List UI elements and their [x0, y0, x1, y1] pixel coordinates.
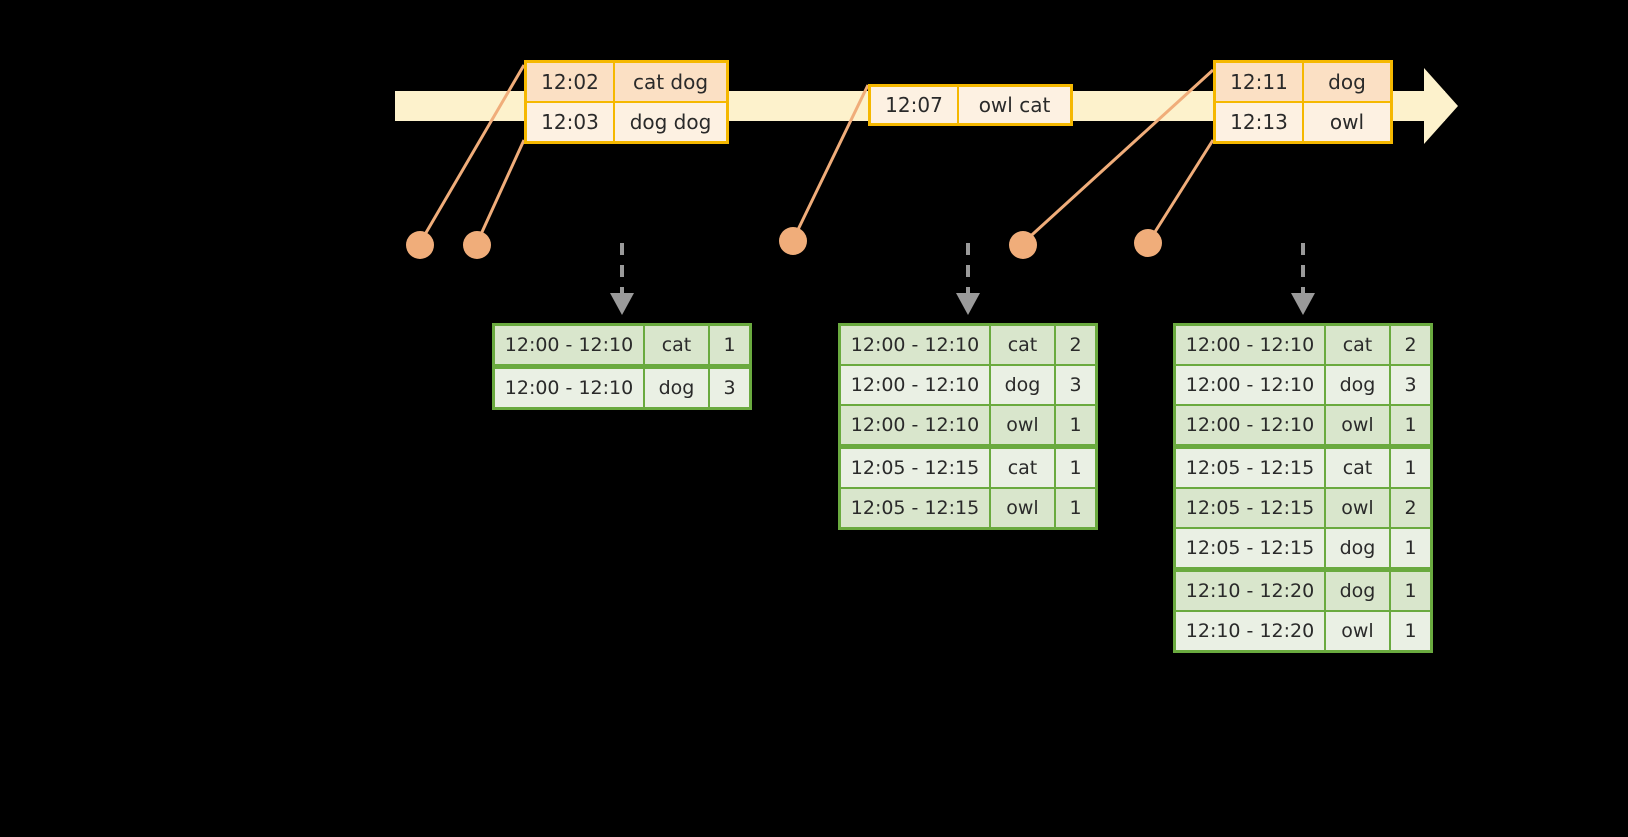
connector-line-2 — [475, 139, 526, 244]
window-cell: 12:05 - 12:15 — [841, 489, 991, 527]
count-cell: 1 — [1404, 580, 1417, 602]
event-time: 12:07 — [871, 87, 959, 123]
table-row[interactable]: 12:00 - 12:10 owl 1 — [841, 404, 1095, 447]
table-row[interactable]: 12:00 - 12:10 cat 1 — [495, 326, 749, 367]
word-cell: dog — [1326, 572, 1391, 610]
count-cell: 3 — [1069, 374, 1082, 396]
count-cell: 1 — [723, 334, 736, 356]
window-cell: 12:00 - 12:10 — [841, 366, 991, 404]
word-cell: cat — [645, 326, 710, 364]
count-cell: 1 — [1069, 497, 1082, 519]
event-words: dog — [1328, 70, 1366, 94]
result-arrow-head-1 — [610, 293, 634, 315]
word-cell: owl — [991, 489, 1056, 527]
window-cell: 12:05 - 12:15 — [1176, 449, 1326, 487]
table-row[interactable]: 12:05 - 12:15 dog 1 — [1176, 527, 1430, 570]
event-dot-1 — [406, 231, 434, 259]
window-cell: 12:00 - 12:10 — [1176, 366, 1326, 404]
table-row[interactable]: 12:00 - 12:10 dog 3 — [841, 364, 1095, 404]
word-cell: dog — [1326, 529, 1391, 567]
table-row[interactable]: 12:00 - 12:10 dog 3 — [495, 367, 749, 407]
event-row[interactable]: 12:11 dog — [1216, 63, 1390, 101]
table-row[interactable]: 12:00 - 12:10 cat 2 — [841, 326, 1095, 364]
table-row[interactable]: 12:00 - 12:10 dog 3 — [1176, 364, 1430, 404]
result-arrow-heads — [610, 293, 1315, 315]
window-cell: 12:00 - 12:10 — [841, 406, 991, 444]
result-arrows — [620, 243, 1305, 295]
connector-line-5 — [1146, 139, 1215, 244]
word-cell: cat — [1326, 449, 1391, 487]
result-table-3[interactable]: 12:00 - 12:10 cat 2 12:00 - 12:10 dog 3 … — [1173, 323, 1433, 653]
event-row[interactable]: 12:13 owl — [1216, 101, 1390, 141]
count-cell: 2 — [1404, 334, 1417, 356]
window-cell: 12:05 - 12:15 — [1176, 489, 1326, 527]
word-cell: owl — [1326, 612, 1391, 650]
word-cell: cat — [991, 449, 1056, 487]
table-row[interactable]: 12:10 - 12:20 dog 1 — [1176, 570, 1430, 610]
event-group-3[interactable]: 12:11 dog 12:13 owl — [1213, 60, 1393, 144]
event-row[interactable]: 12:02 cat dog — [527, 63, 726, 101]
table-row[interactable]: 12:05 - 12:15 cat 1 — [1176, 447, 1430, 487]
table-row[interactable]: 12:00 - 12:10 owl 1 — [1176, 404, 1430, 447]
window-cell: 12:00 - 12:10 — [1176, 326, 1326, 364]
window-cell: 12:10 - 12:20 — [1176, 572, 1326, 610]
word-cell: cat — [1326, 326, 1391, 364]
result-arrow-head-2 — [956, 293, 980, 315]
event-group-2[interactable]: 12:07 owl cat — [868, 84, 1073, 126]
count-cell: 1 — [1069, 457, 1082, 479]
window-cell: 12:05 - 12:15 — [1176, 529, 1326, 567]
word-cell: dog — [1326, 366, 1391, 404]
word-cell: owl — [991, 406, 1056, 444]
event-time: 12:11 — [1216, 63, 1304, 101]
event-words: cat dog — [632, 70, 709, 94]
window-cell: 12:05 - 12:15 — [841, 449, 991, 487]
event-words: owl cat — [978, 93, 1051, 117]
word-cell: cat — [991, 326, 1056, 364]
count-cell: 1 — [1069, 414, 1082, 436]
event-time: 12:03 — [527, 103, 615, 141]
count-cell: 1 — [1404, 537, 1417, 559]
count-cell: 1 — [1404, 414, 1417, 436]
event-dots — [406, 227, 1162, 259]
window-cell: 12:00 - 12:10 — [495, 326, 645, 364]
event-words: dog dog — [629, 110, 712, 134]
count-cell: 3 — [1404, 374, 1417, 396]
event-dot-4 — [1009, 231, 1037, 259]
result-table-1[interactable]: 12:00 - 12:10 cat 1 12:00 - 12:10 dog 3 — [492, 323, 752, 410]
table-row[interactable]: 12:05 - 12:15 cat 1 — [841, 447, 1095, 487]
count-cell: 2 — [1404, 497, 1417, 519]
event-group-1[interactable]: 12:02 cat dog 12:03 dog dog — [524, 60, 729, 144]
word-cell: owl — [1326, 489, 1391, 527]
event-time: 12:13 — [1216, 103, 1304, 141]
table-row[interactable]: 12:05 - 12:15 owl 1 — [841, 487, 1095, 527]
timeline-arrow-head — [1424, 68, 1458, 144]
table-row[interactable]: 12:00 - 12:10 cat 2 — [1176, 326, 1430, 364]
window-cell: 12:00 - 12:10 — [495, 369, 645, 407]
event-dot-2 — [463, 231, 491, 259]
event-time: 12:02 — [527, 63, 615, 101]
result-table-2[interactable]: 12:00 - 12:10 cat 2 12:00 - 12:10 dog 3 … — [838, 323, 1098, 530]
window-cell: 12:10 - 12:20 — [1176, 612, 1326, 650]
event-dot-5 — [1134, 229, 1162, 257]
event-dot-3 — [779, 227, 807, 255]
count-cell: 3 — [723, 377, 736, 399]
event-row[interactable]: 12:07 owl cat — [871, 87, 1070, 123]
table-row[interactable]: 12:10 - 12:20 owl 1 — [1176, 610, 1430, 650]
word-cell: dog — [645, 369, 710, 407]
count-cell: 2 — [1069, 334, 1082, 356]
word-cell: owl — [1326, 406, 1391, 444]
window-cell: 12:00 - 12:10 — [841, 326, 991, 364]
count-cell: 1 — [1404, 620, 1417, 642]
table-row[interactable]: 12:05 - 12:15 owl 2 — [1176, 487, 1430, 527]
window-cell: 12:00 - 12:10 — [1176, 406, 1326, 444]
event-row[interactable]: 12:03 dog dog — [527, 101, 726, 141]
event-words: owl — [1329, 110, 1365, 134]
count-cell: 1 — [1404, 457, 1417, 479]
word-cell: dog — [991, 366, 1056, 404]
result-arrow-head-3 — [1291, 293, 1315, 315]
